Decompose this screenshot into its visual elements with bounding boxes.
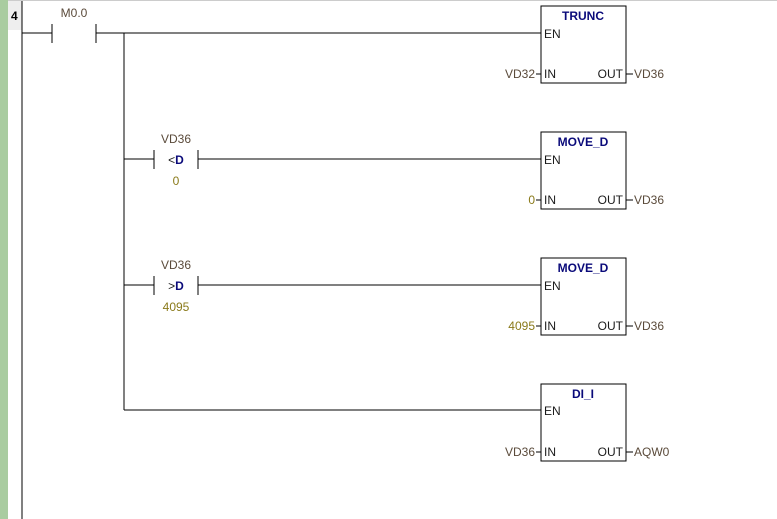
move-d-block-1[interactable]: MOVE_D EN IN OUT 0 VD36 bbox=[528, 131, 664, 210]
compare-operand: VD36 bbox=[161, 258, 191, 272]
compare-operand: VD36 bbox=[161, 132, 191, 146]
compare-contact-1[interactable]: VD36 <D 0 bbox=[153, 132, 199, 188]
en-pin: EN bbox=[544, 27, 561, 41]
network-number-box[interactable] bbox=[8, 0, 22, 30]
in-operand: VD32 bbox=[505, 67, 535, 81]
block-title: MOVE_D bbox=[558, 135, 609, 149]
out-operand: VD36 bbox=[634, 67, 664, 81]
block-box bbox=[540, 257, 627, 336]
out-operand: VD36 bbox=[634, 193, 664, 207]
power-rail-strip bbox=[0, 0, 8, 519]
trunc-block[interactable]: TRUNC EN IN OUT VD32 VD36 bbox=[505, 5, 664, 84]
block-title: MOVE_D bbox=[558, 261, 609, 275]
out-operand: VD36 bbox=[634, 319, 664, 333]
compare-operator: >D bbox=[168, 279, 184, 293]
di-i-block[interactable]: DI_I EN IN OUT VD36 AQW0 bbox=[505, 383, 670, 462]
en-pin: EN bbox=[544, 404, 561, 418]
in-pin: IN bbox=[544, 445, 556, 459]
en-pin: EN bbox=[544, 279, 561, 293]
in-operand: 0 bbox=[528, 193, 535, 207]
network-number: 4 bbox=[11, 9, 18, 23]
move-d-block-2[interactable]: MOVE_D EN IN OUT 4095 VD36 bbox=[508, 257, 664, 336]
in-pin: IN bbox=[544, 193, 556, 207]
out-pin: OUT bbox=[598, 319, 624, 333]
block-box bbox=[540, 5, 627, 84]
compare-value: 4095 bbox=[163, 300, 190, 314]
block-title: TRUNC bbox=[562, 9, 604, 23]
contact-m0-0[interactable]: M0.0 bbox=[51, 6, 97, 43]
block-title: DI_I bbox=[572, 387, 594, 401]
out-pin: OUT bbox=[598, 445, 624, 459]
en-pin: EN bbox=[544, 153, 561, 167]
contact-operand: M0.0 bbox=[61, 6, 88, 20]
main-rung-wires bbox=[22, 32, 541, 411]
compare-value: 0 bbox=[173, 174, 180, 188]
out-pin: OUT bbox=[598, 67, 624, 81]
block-box bbox=[540, 383, 627, 462]
in-operand: 4095 bbox=[508, 319, 535, 333]
in-operand: VD36 bbox=[505, 445, 535, 459]
in-pin: IN bbox=[544, 319, 556, 333]
block-box bbox=[540, 131, 627, 210]
out-pin: OUT bbox=[598, 193, 624, 207]
in-pin: IN bbox=[544, 67, 556, 81]
compare-operator: <D bbox=[168, 153, 184, 167]
out-operand: AQW0 bbox=[634, 445, 670, 459]
compare-contact-2[interactable]: VD36 >D 4095 bbox=[153, 258, 199, 314]
